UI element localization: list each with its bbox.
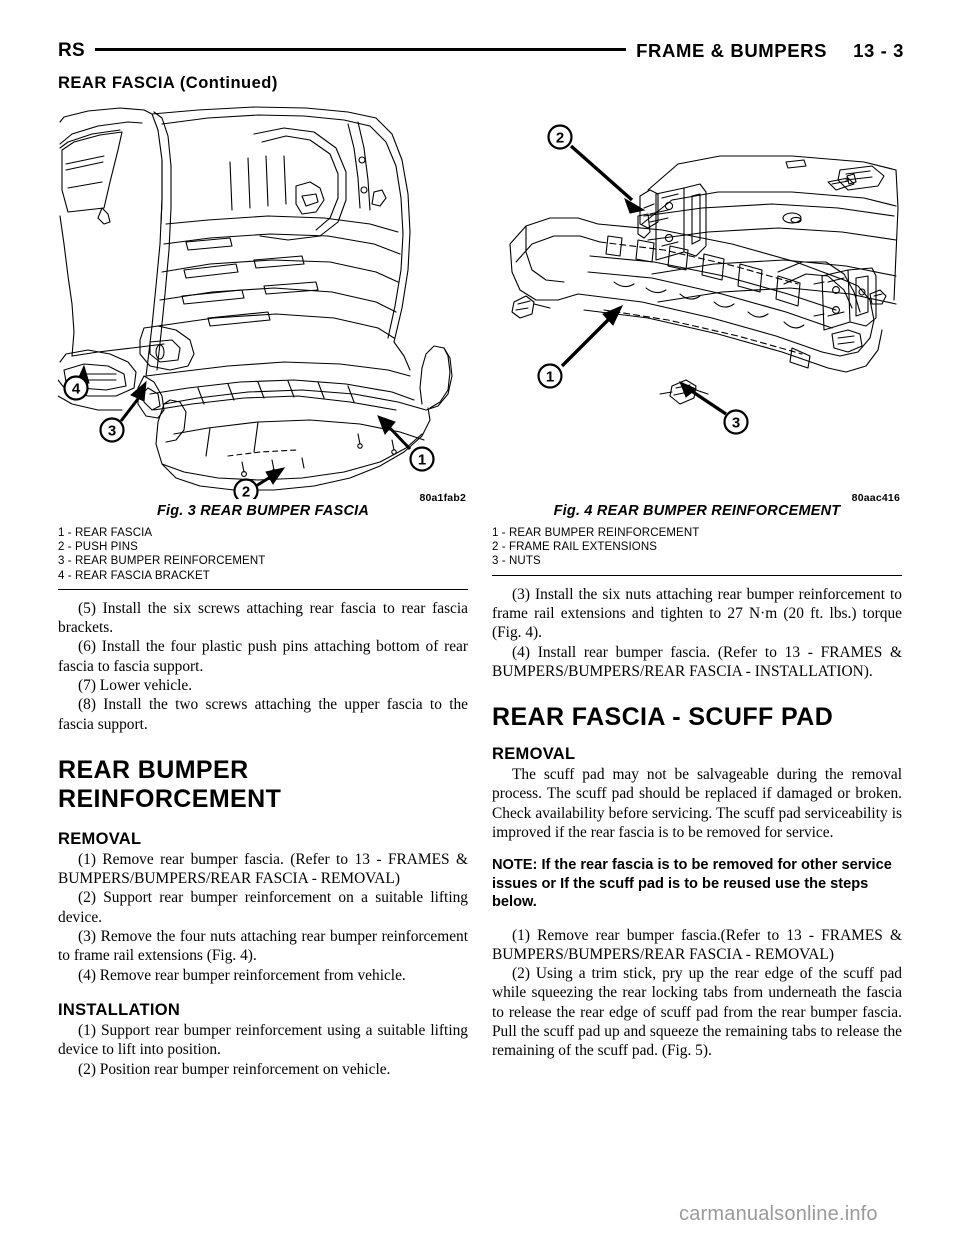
scuff-pad-removal-step-1: (1) Remove rear bumper fascia.(Refer to … [492,926,902,963]
figure-4-callout-1: 1 [546,369,554,386]
figure-3-legend-item: 1 - REAR FASCIA [58,527,153,539]
subheading-scuff-pad-removal: REMOVAL [492,745,576,764]
header-page-number: 13 - 3 [853,40,904,61]
removal-step-3: (3) Remove the four nuts attaching rear … [58,928,468,965]
figure-3-callout-1: 1 [418,452,426,469]
removal-step-2: (2) Support rear bumper reinforcement on… [58,889,468,926]
figure-3-legend: 1 - REAR FASCIA 2 - PUSH PINS 3 - REAR B… [58,526,468,583]
watermark: carmanualsonline.info [679,1203,878,1225]
right-column: 2 1 3 80aac416 Fig. 4 REAR BUMPER REINFO… [492,104,902,1061]
removal-step-1: (1) Remove rear bumper fascia. (Refer to… [58,850,468,888]
figure-3-caption: Fig. 3 REAR BUMPER FASCIA [156,503,370,519]
figure-4-separator [492,574,902,576]
step-6: (6) Install the four plastic push pins a… [58,638,468,675]
header-section-title: FRAME & BUMPERS [636,40,828,61]
figure-4-image-id: 80aac416 [851,492,900,504]
step-5: (5) Install the six screws attaching rea… [58,599,468,637]
figure-4-artwork: 2 1 3 80aac416 [492,104,902,504]
installation-step-1: (1) Support rear bumper reinforcement us… [58,1021,468,1059]
figure-3-callout-2: 2 [242,484,250,500]
figure-3-separator [58,588,468,590]
subheading-installation: INSTALLATION [58,1000,181,1019]
figure-3-image-id: 80a1fab2 [419,492,466,504]
figure-4-callout-3: 3 [732,415,740,432]
left-column: 4 3 1 2 80a1fab2 Fig. 3 REAR BUMPER FASC… [58,104,468,1079]
figure-3-callout-3: 3 [108,423,116,440]
figure-3-artwork: 4 3 1 2 80a1fab2 [58,104,468,504]
figure-3-legend-item: 4 - REAR FASCIA BRACKET [58,569,210,582]
figure-4-legend: 1 - REAR BUMPER REINFORCEMENT 2 - FRAME … [492,526,902,569]
continued-heading: REAR FASCIA (Continued) [58,74,278,92]
figure-3: 4 3 1 2 80a1fab2 Fig. 3 REAR BUMPER FASC… [58,104,468,590]
figure-3-legend-item: 2 - PUSH PINS [58,541,138,554]
removal-step-4: (4) Remove rear bumper reinforcement fro… [78,966,406,984]
scuff-pad-removal-step-2: (2) Using a trim stick, pry up the rear … [492,965,902,1060]
installation-step-3: (3) Install the six nuts attaching rear … [492,585,902,642]
note-block: NOTE: If the rear fascia is to be remove… [492,857,892,911]
step-8: (8) Install the two screws attaching the… [58,696,468,733]
installation-step-2: (2) Position rear bumper reinforcement o… [78,1060,391,1078]
header-model-code: RS [58,40,85,61]
step-7: (7) Lower vehicle. [78,677,193,694]
figure-4-caption: Fig. 4 REAR BUMPER REINFORCEMENT [553,503,841,519]
subheading-removal: REMOVAL [58,829,142,848]
figure-3-callout-4: 4 [72,381,81,398]
section-title-rear-bumper-reinforcement: REAR BUMPER REINFORCEMENT [58,755,282,813]
figure-4-callout-2: 2 [556,130,564,147]
figure-4-legend-item: 3 - NUTS [492,555,541,568]
figure-3-legend-item: 3 - REAR BUMPER REINFORCEMENT [58,555,266,568]
page-header: RS FRAME & BUMPERS 13 - 3 [58,38,904,64]
scuff-pad-removal-intro: The scuff pad may not be salvageable dur… [492,766,902,841]
figure-4-legend-item: 1 - REAR BUMPER REINFORCEMENT [492,527,700,539]
figure-4: 2 1 3 80aac416 Fig. 4 REAR BUMPER REINFO… [492,104,902,576]
section-title-rear-fascia-scuff-pad: REAR FASCIA - SCUFF PAD [492,703,834,732]
header-rule [95,48,627,51]
installation-step-4: (4) Install rear bumper fascia. (Refer t… [492,643,902,680]
figure-4-legend-item: 2 - FRAME RAIL EXTENSIONS [492,541,658,554]
